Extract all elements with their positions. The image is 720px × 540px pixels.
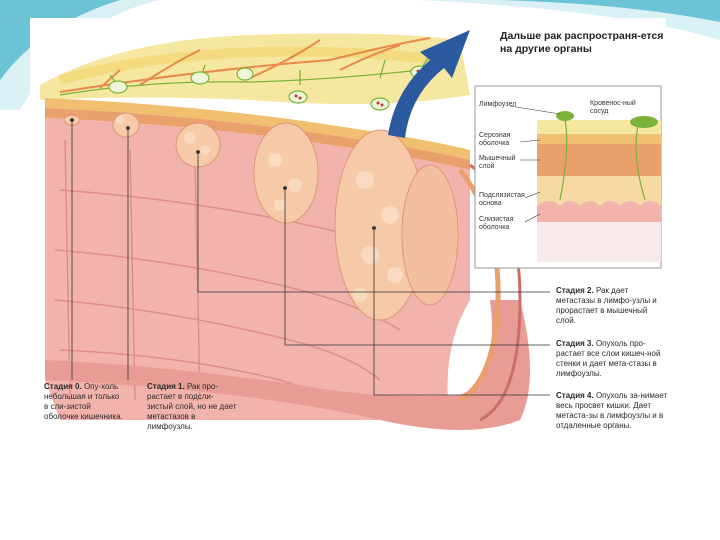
inset-label-blood-vessel: Кровенос-ный сосуд [590, 100, 650, 116]
stage-2-caption: Стадия 2. Рак дает метастазы в лимфо-узл… [556, 286, 668, 326]
inset-label-lymph-node: Лимфоузел [479, 101, 529, 109]
inset-label-muscle: Мышечный слой [479, 155, 529, 171]
inset-lymph-node-1 [556, 111, 574, 121]
headline: Дальше рак распространя-ется на другие о… [500, 30, 665, 56]
tumor-stage-1 [113, 113, 139, 137]
inset-label-submucosa: Подслизистая основа [479, 192, 535, 208]
stage-3-caption: Стадия 3. Опухоль про-растает все слои к… [556, 339, 668, 379]
stage-4-caption: Стадия 4. Опухоль за-нимает весь просвет… [556, 391, 668, 431]
stage-0-caption: Стадия 0. Опу-холь небольшая и только в … [44, 382, 124, 422]
tumor-stage-3 [254, 123, 318, 223]
stage-1-caption: Стадия 1. Рак про-растает в подсли-зисты… [147, 382, 237, 432]
inset-label-mucosa: Слизистая оболочка [479, 216, 535, 232]
inset-serosa [537, 134, 661, 144]
inset-muscle [537, 144, 661, 176]
inset-lymph-node-2 [630, 116, 658, 128]
inset-label-serosa: Серозная оболочка [479, 132, 529, 148]
